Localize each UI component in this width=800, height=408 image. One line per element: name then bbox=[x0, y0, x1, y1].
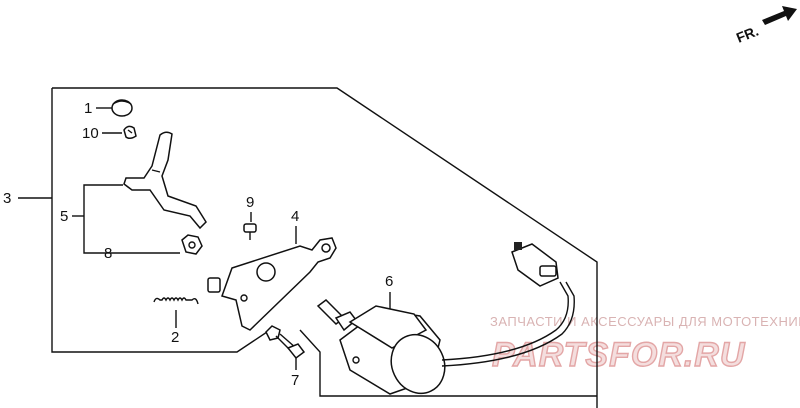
cap-part bbox=[111, 99, 133, 117]
leader-5-bracket bbox=[83, 184, 180, 254]
lever-part bbox=[123, 131, 207, 230]
callout-4: 4 bbox=[291, 208, 299, 225]
nut-part bbox=[181, 234, 203, 255]
solenoid-part bbox=[316, 299, 446, 395]
watermark-site: PARTSFOR.RU bbox=[492, 336, 746, 374]
clip-part bbox=[123, 125, 137, 140]
watermark: ЗАПЧАСТИ И АКСЕССУАРЫ ДЛЯ МОТОТЕХНИКИ PA… bbox=[490, 314, 800, 375]
watermark-tagline: ЗАПЧАСТИ И АКСЕССУАРЫ ДЛЯ МОТОТЕХНИКИ bbox=[490, 314, 800, 329]
bracket-part bbox=[207, 237, 337, 331]
bolt-part bbox=[265, 325, 306, 360]
connector-part bbox=[511, 242, 559, 287]
small-bolt-part bbox=[243, 223, 257, 240]
front-arrow-icon bbox=[762, 6, 797, 25]
callout-9: 9 bbox=[246, 194, 254, 211]
callout-1: 1 bbox=[84, 100, 92, 117]
front-direction-indicator: FR. bbox=[734, 6, 797, 46]
callout-2: 2 bbox=[171, 329, 179, 346]
callout-6: 6 bbox=[385, 273, 393, 290]
callout-7: 7 bbox=[291, 372, 299, 389]
assembly-outline bbox=[51, 87, 598, 408]
callout-5: 5 bbox=[60, 208, 68, 225]
spring-part bbox=[153, 297, 199, 305]
callout-10: 10 bbox=[82, 125, 99, 142]
front-direction-label: FR. bbox=[734, 23, 761, 46]
cable-part bbox=[441, 281, 575, 367]
callout-3: 3 bbox=[3, 190, 11, 207]
callout-8: 8 bbox=[104, 245, 112, 262]
